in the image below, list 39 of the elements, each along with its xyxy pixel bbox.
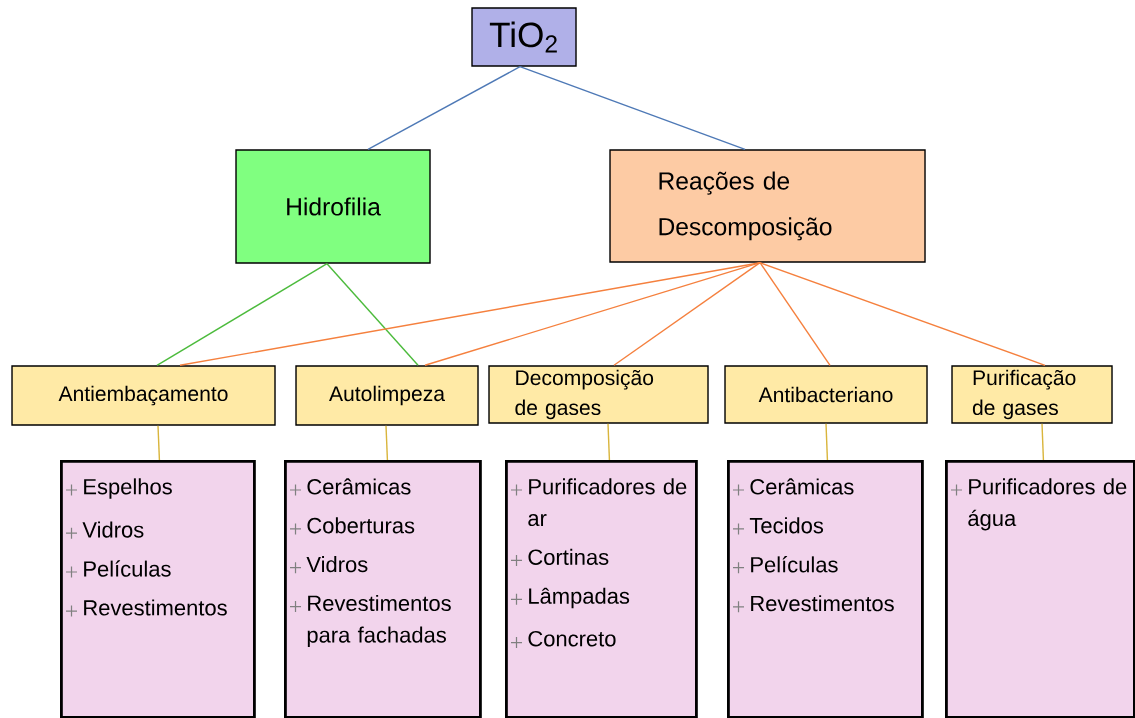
list-item: Purificadores de ar	[510, 478, 687, 527]
connector-line	[157, 425, 161, 461]
list-item: Cortinas	[510, 548, 609, 567]
list-item: Películas	[65, 560, 171, 579]
connector-line	[759, 262, 831, 366]
list-item: Cerâmicas	[289, 478, 411, 497]
connector-line	[326, 263, 419, 366]
category-box: Hidrofilia	[235, 149, 431, 264]
connector-line	[613, 262, 761, 366]
application-box: Decomposição de gases	[488, 365, 709, 424]
list-item: Concreto	[510, 630, 616, 649]
category-box: Reações de Descomposição	[609, 149, 926, 263]
connector-line	[424, 262, 761, 366]
list-item: Espelhos	[65, 478, 172, 499]
connector-line	[519, 66, 746, 150]
list-item: Purificadores de água	[950, 478, 1127, 531]
list-item: Revestimentos	[732, 595, 894, 613]
list-item: Cerâmicas	[732, 478, 854, 497]
connector-line	[385, 425, 389, 461]
list-item: Revestimentos	[65, 599, 227, 618]
list-item: Revestimentos para fachadas	[289, 594, 451, 647]
title-box: TiO$_{2}$	[471, 7, 577, 67]
list-item: Tecidos	[732, 517, 824, 536]
connector-line	[825, 423, 829, 461]
connector-line	[179, 262, 761, 366]
connector-line	[607, 423, 611, 461]
connector-line	[1041, 423, 1045, 461]
list-item: Vidros	[65, 521, 144, 540]
application-box: Autolimpeza	[295, 365, 479, 426]
application-box: Purificação de gases	[951, 365, 1113, 424]
application-box: Antibacteriano	[724, 365, 928, 424]
connector-line	[156, 263, 328, 366]
list-item: Películas	[732, 556, 838, 574]
application-box: Antiembaçamento	[11, 365, 276, 426]
connector-line	[367, 66, 521, 150]
list-item: Lâmpadas	[510, 587, 630, 609]
list-item: Coberturas	[289, 517, 415, 536]
list-item: Vidros	[289, 556, 368, 574]
connector-line	[759, 262, 1046, 366]
